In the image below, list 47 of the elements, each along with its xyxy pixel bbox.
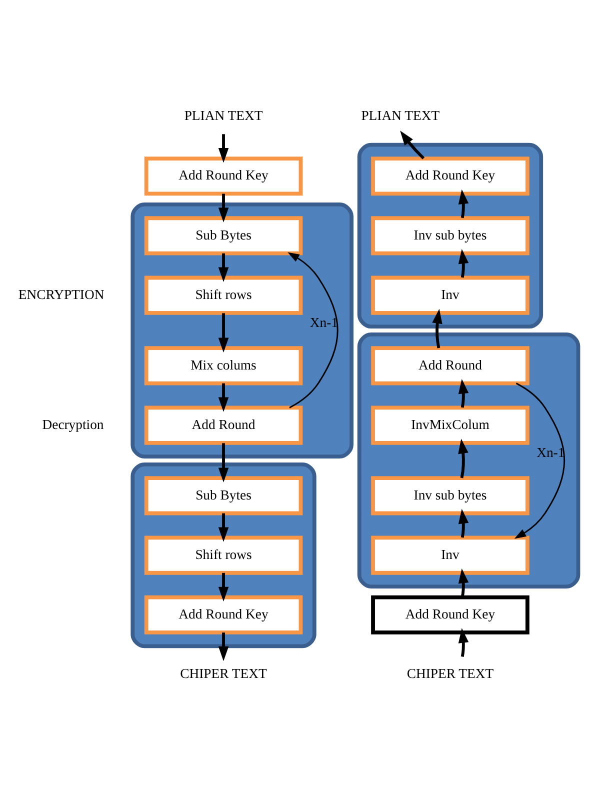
node-box: Add Round Key (371, 594, 530, 634)
node-box: Add Round Key (144, 594, 303, 634)
arrow (218, 193, 229, 222)
edge-label: Xn-1 (310, 314, 338, 330)
arrow (432, 308, 442, 348)
node-text: PLIAN TEXT (184, 108, 263, 123)
arrow (218, 442, 229, 482)
label: Decryption (42, 416, 104, 432)
edge-label: Xn-1 (536, 444, 565, 460)
node-text: PLIAN TEXT (361, 108, 440, 123)
node-box: Add Round Key (371, 156, 530, 196)
arrow (514, 382, 566, 538)
node-box: Shift rows (144, 275, 303, 314)
arrow (218, 134, 229, 162)
node-box: Inv (371, 275, 530, 314)
node-box: Inv (371, 535, 530, 574)
arrow (458, 378, 469, 408)
node-box: Mix colums (144, 346, 303, 385)
node-box: Inv sub bytes (371, 216, 530, 255)
node-box: Inv sub bytes (371, 476, 530, 515)
cluster (357, 332, 580, 588)
node-text: CHIPER TEXT (406, 666, 494, 681)
label: ENCRYPTION (18, 286, 104, 302)
node-box: Add Round Key (144, 156, 303, 196)
cluster (130, 202, 354, 458)
node-box: Add Round (371, 346, 530, 385)
arrow (288, 252, 338, 408)
node-box: Sub Bytes (144, 216, 303, 255)
arrow (218, 572, 229, 602)
node-box: Add Round (144, 405, 303, 444)
node-box: Shift rows (144, 535, 303, 574)
cluster (357, 142, 544, 328)
arrow (458, 628, 469, 656)
arrow (458, 568, 469, 597)
arrow (400, 130, 425, 159)
node-text: CHIPER TEXT (180, 666, 267, 681)
arrow (218, 252, 229, 282)
arrow (218, 382, 229, 412)
arrow (458, 188, 469, 218)
arrow (218, 512, 229, 542)
arrow (218, 632, 229, 661)
arrow (458, 248, 469, 278)
arrow (218, 312, 229, 352)
arrow (458, 508, 469, 538)
node-box: Sub Bytes (144, 476, 303, 515)
arrow (458, 438, 468, 478)
node-box: InvMixColum (371, 405, 530, 444)
